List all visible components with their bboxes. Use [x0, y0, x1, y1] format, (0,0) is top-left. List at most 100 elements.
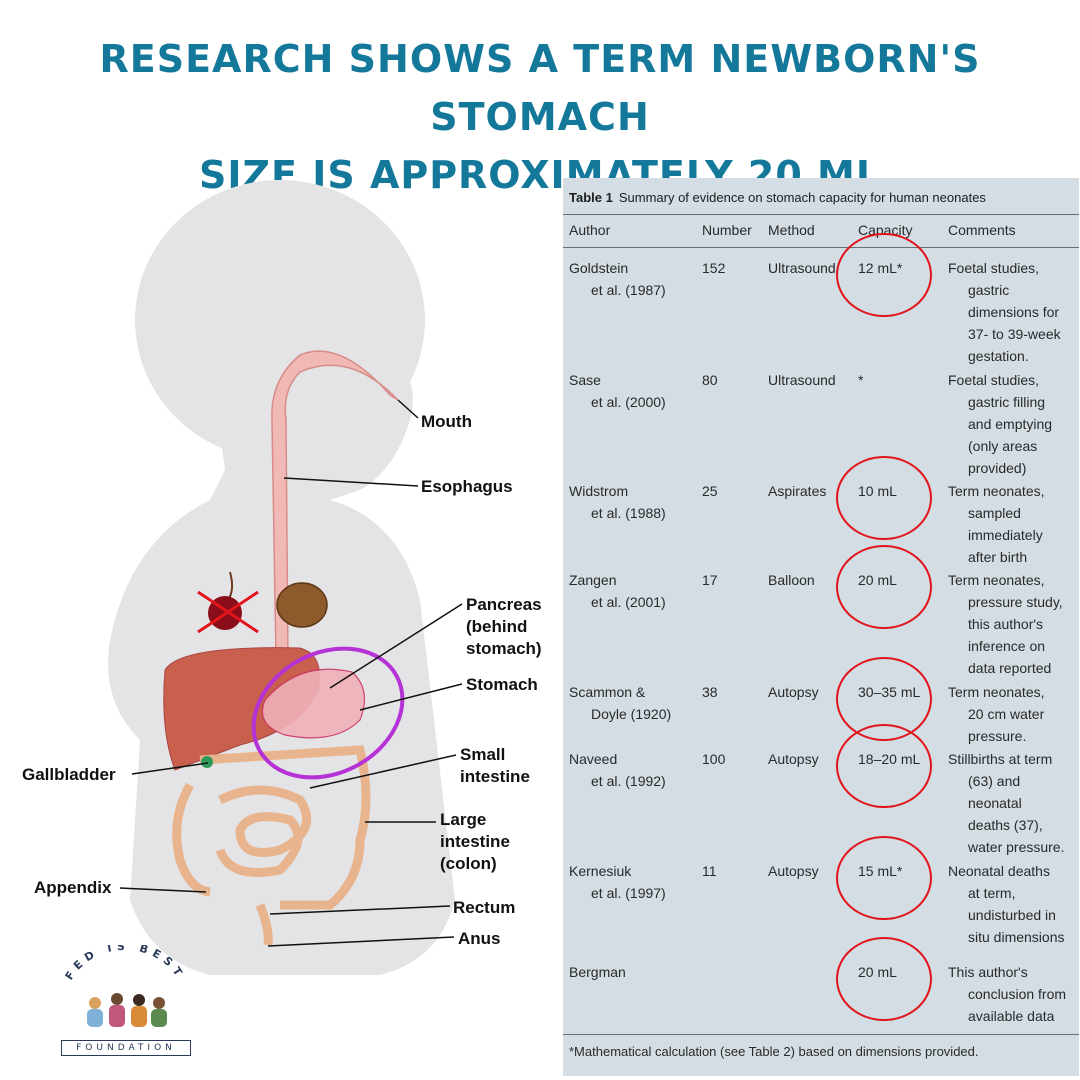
author-name: Kernesiuk [569, 863, 632, 879]
comment-line: 20 cm water [968, 706, 1045, 722]
comment-line: Stillbirths at term [948, 751, 1053, 767]
author-citation: et al. (1997) [591, 885, 666, 901]
author-name: Widstrom [569, 483, 629, 499]
cell-method: Autopsy [768, 863, 819, 879]
comment-line: (only areas [968, 438, 1038, 454]
comment-line: deaths (37), [968, 817, 1043, 833]
cell-number: 25 [702, 483, 718, 499]
label-gallbladder: Gallbladder [22, 765, 116, 784]
comment-line: pressure. [968, 728, 1027, 744]
label-pancreas-1: Pancreas [466, 595, 542, 614]
author-citation: et al. (1988) [591, 505, 666, 521]
stomach-highlight-ring [251, 646, 405, 780]
comment-line: and emptying [968, 416, 1053, 432]
cell-method: Aspirates [768, 483, 827, 499]
comment-line: after birth [968, 549, 1028, 565]
leader-lines [119, 399, 463, 947]
capacity-highlight-circle [836, 233, 932, 317]
headline-line-1: Research shows a term newborn's stomach [99, 37, 981, 139]
logo-wordmark: FOUNDATION [61, 1040, 191, 1056]
cell-method: Ultrasound [768, 260, 836, 276]
capacity-highlight-circle [836, 836, 932, 920]
cell-method: Ultrasound [768, 372, 836, 388]
cell-number: 80 [702, 372, 718, 388]
comment-line: inference on [968, 638, 1046, 654]
comment-line: 37- to 39-week [968, 326, 1061, 342]
label-mouth: Mouth [421, 412, 472, 431]
logo-figures-icon [87, 993, 167, 1027]
comment-line: Term neonates, [948, 572, 1045, 588]
fed-is-best-logo: FED IS BEST FOUNDATION [55, 945, 195, 1060]
comment-line: data reported [968, 660, 1052, 676]
capacity-highlight-circle [836, 456, 932, 540]
comment-line: gastric filling [968, 394, 1046, 410]
capacity-highlight-circle [836, 724, 932, 808]
cell-author: Widstrom et al. (1988) [569, 480, 666, 524]
cherry-icon [197, 571, 259, 634]
cell-author: Bergman [569, 961, 626, 983]
comment-line: Neonatal deaths [948, 863, 1050, 879]
table-bottom-rule [563, 1034, 1079, 1035]
cell-method: Balloon [768, 572, 815, 588]
author-name: Sase [569, 372, 601, 388]
label-esophagus: Esophagus [421, 477, 513, 496]
label-small-1: Small [460, 745, 505, 764]
author-citation: et al. (1987) [591, 282, 666, 298]
comment-line: gastric [968, 282, 1010, 298]
col-header-comments: Comments [948, 222, 1016, 238]
author-name: Bergman [569, 964, 626, 980]
col-header-method: Method [768, 222, 815, 238]
table-top-rule [563, 214, 1079, 215]
cell-author: Kernesiuk et al. (1997) [569, 860, 666, 904]
comment-line: undisturbed in [968, 907, 1056, 923]
author-citation: Doyle (1920) [591, 706, 672, 722]
cell-method: Autopsy [768, 684, 819, 700]
comment-line: available data [968, 1008, 1055, 1024]
comment-line: this author's [968, 616, 1044, 632]
comment-line: Foetal studies, [948, 372, 1040, 388]
cell-capacity: * [858, 372, 864, 388]
cell-number: 38 [702, 684, 718, 700]
cell-number: 11 [702, 863, 717, 879]
comment-line: pressure study, [968, 594, 1063, 610]
comment-line: This author's [948, 964, 1028, 980]
col-header-number: Number [702, 222, 752, 238]
table-footnote: *Mathematical calculation (see Table 2) … [569, 1044, 979, 1059]
label-large-2: intestine [440, 832, 510, 851]
author-name: Goldstein [569, 260, 629, 276]
gallbladder-shape [201, 756, 213, 768]
cell-comments: Foetal studies, gastric filling and emptyi… [948, 369, 1054, 479]
label-anus: Anus [458, 929, 501, 948]
table-label: Table 1 [569, 190, 613, 205]
comment-line: immediately [968, 527, 1043, 543]
comment-line: provided) [968, 460, 1027, 476]
capacity-highlight-circle [836, 937, 932, 1021]
label-pancreas-2: (behind [466, 617, 527, 636]
stomach-shape [261, 668, 366, 739]
label-large-3: (colon) [440, 854, 497, 873]
author-name: Naveed [569, 751, 618, 767]
label-rectum: Rectum [453, 898, 515, 917]
cell-comments: Term neonates, pressure study, this author… [948, 569, 1063, 679]
author-name: Scammon & [569, 684, 646, 700]
comment-line: Foetal studies, [948, 260, 1040, 276]
comment-line: situ dimensions [968, 929, 1065, 945]
label-large-1: Large [440, 810, 486, 829]
cell-number: 100 [702, 751, 726, 767]
cell-author: Scammon & Doyle (1920) [569, 681, 671, 725]
comment-line: sampled [968, 505, 1021, 521]
anatomy-illustration: Mouth Esophagus Pancreas (behind stomach… [22, 180, 542, 975]
table-header-rule [563, 247, 1079, 248]
cell-number: 17 [702, 572, 718, 588]
cell-method: Autopsy [768, 751, 819, 767]
logo-arc-text: FED IS BEST [63, 945, 183, 982]
